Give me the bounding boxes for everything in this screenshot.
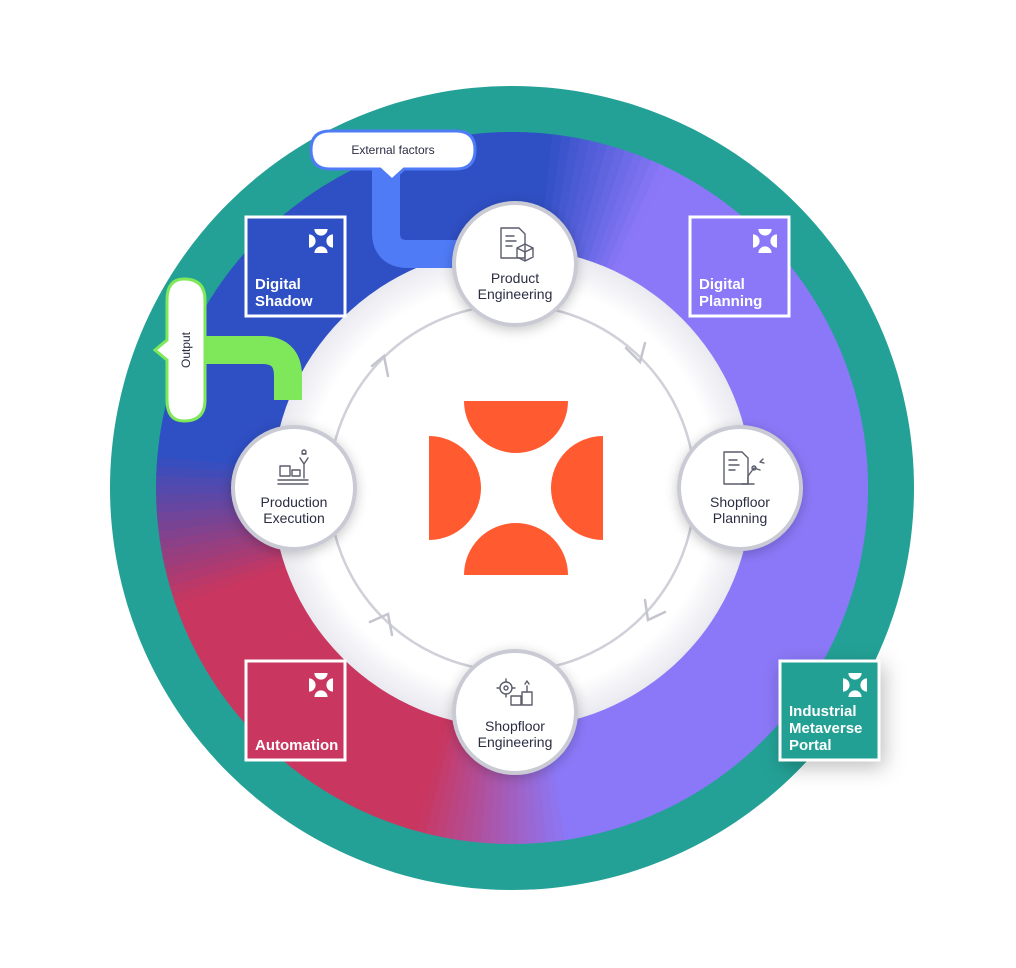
node-label-line1: Production [261, 494, 328, 510]
node-circle [677, 425, 803, 551]
box-background [244, 659, 347, 762]
brand-mark-icon [843, 673, 867, 697]
brand-mark-icon [753, 229, 777, 253]
node-label-line1: Product [491, 270, 539, 286]
box-automation[interactable]: Automation [244, 659, 347, 762]
node-label-line2: Execution [263, 510, 324, 526]
cycle-arrow-top-left [370, 353, 390, 378]
node-label-line1: Shopfloor [485, 718, 545, 734]
document-robot-arm-icon [723, 451, 765, 485]
center-brand-mark-icon [429, 401, 603, 575]
output-tag: Output [152, 277, 207, 423]
box-background [244, 215, 347, 318]
external-factors-label: External factors [351, 143, 434, 157]
box-label-line: Automation [255, 737, 338, 754]
box-label-line: Portal [789, 737, 832, 754]
box-label-line: Industrial [789, 703, 857, 720]
cycle-arrows [368, 341, 667, 637]
box-background [688, 215, 791, 318]
brand-mark-icon [309, 229, 333, 253]
box-label-line: Metaverse [789, 720, 862, 737]
node-circle [231, 425, 357, 551]
box-label-line: Digital [255, 276, 301, 293]
node-label-line2: Engineering [478, 286, 553, 302]
node-circle [452, 649, 578, 775]
external-factors-tag: External factors [309, 129, 477, 183]
box-label-line: Planning [699, 293, 762, 310]
node-label-line2: Planning [713, 510, 768, 526]
document-box-icon [500, 227, 534, 262]
cycle-arrow-bottom-right [643, 598, 667, 622]
cycle-arrow-top-right [624, 341, 647, 365]
node-label-line1: Shopfloor [710, 494, 770, 510]
box-label-line: Shadow [255, 293, 313, 310]
conveyor-robot-icon [277, 449, 309, 485]
box-background [778, 659, 881, 762]
output-pipe [205, 336, 302, 400]
box-label-line: Digital [699, 276, 745, 293]
node-label-line2: Engineering [478, 734, 553, 750]
brand-mark-icon [309, 673, 333, 697]
output-label: Output [179, 331, 193, 368]
gears-factory-icon [496, 678, 533, 706]
inner-disc [272, 248, 752, 728]
cycle-arrow-bottom-left [368, 612, 394, 637]
node-circle [452, 201, 578, 327]
